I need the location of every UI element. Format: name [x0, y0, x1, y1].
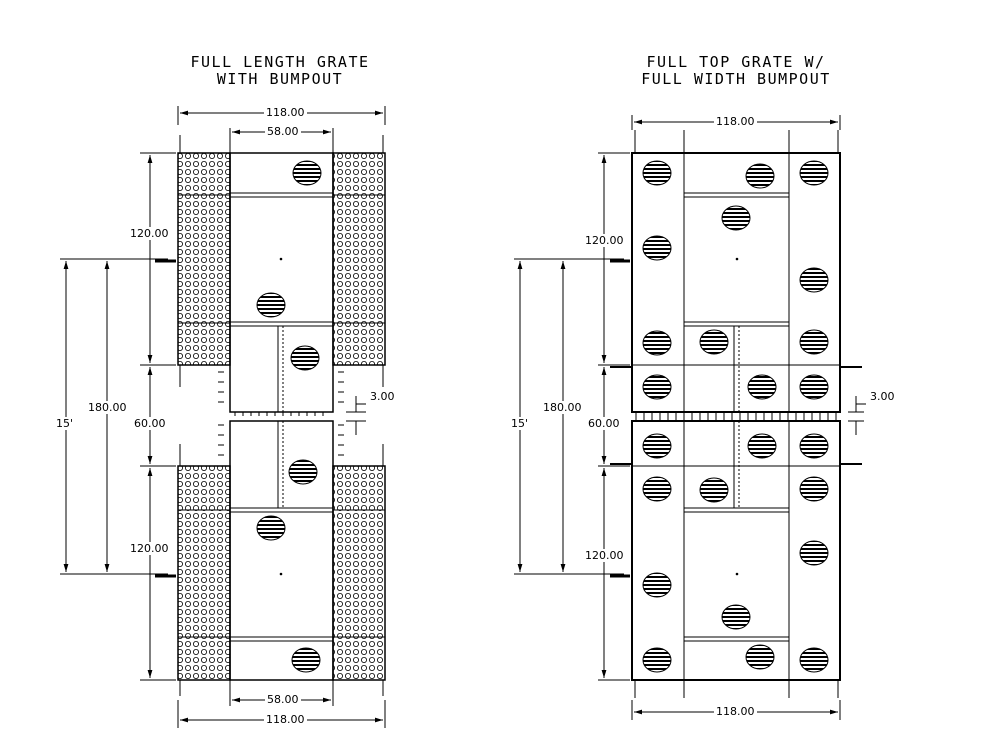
inlet-icon	[256, 292, 286, 318]
inlet-icon	[747, 374, 777, 400]
inlet-icon	[699, 477, 729, 503]
right-upper-grate	[631, 152, 841, 413]
left-dim-overall: 15'	[54, 417, 76, 430]
left-lower-right-perforated-panel	[332, 465, 386, 681]
right-title-line2: FULL WIDTH BUMPOUT	[641, 70, 831, 88]
inlet-icon	[642, 160, 672, 186]
inlet-icon	[799, 267, 829, 293]
left-title: FULL LENGTH GRATE WITH BUMPOUT	[150, 54, 410, 88]
right-dim-top-width: 118.00	[714, 115, 757, 128]
inlet-icon	[799, 433, 829, 459]
inlet-icon	[642, 572, 672, 598]
inlet-icon	[642, 647, 672, 673]
left-dim-total: 180.00	[86, 401, 129, 414]
left-dim-top-width: 118.00	[264, 106, 307, 119]
left-upper-left-perforated-panel	[177, 152, 231, 366]
left-dim-top-inner: 58.00	[265, 125, 301, 138]
inlet-icon	[642, 235, 672, 261]
right-dim-lower-height: 120.00	[583, 549, 626, 562]
left-dim-middle: 60.00	[132, 417, 168, 430]
left-upper-right-perforated-panel	[332, 152, 386, 366]
inlet-icon	[799, 329, 829, 355]
inlet-icon	[745, 163, 775, 189]
right-dim-gap: 3.00	[868, 390, 897, 403]
inlet-icon	[721, 205, 751, 231]
left-lower-left-perforated-panel	[177, 465, 231, 681]
inlet-icon	[799, 374, 829, 400]
left-dim-lower-height: 120.00	[128, 542, 171, 555]
inlet-icon	[799, 647, 829, 673]
right-title-line1: FULL TOP GRATE W/	[646, 53, 826, 71]
inlet-icon	[721, 604, 751, 630]
right-dim-bottom-width: 118.00	[714, 705, 757, 718]
left-dim-gap: 3.00	[368, 390, 397, 403]
inlet-icon	[747, 433, 777, 459]
inlet-icon	[642, 476, 672, 502]
inlet-icon	[256, 515, 286, 541]
inlet-icon	[799, 160, 829, 186]
inlet-icon	[290, 345, 320, 371]
left-dim-bottom-inner: 58.00	[265, 693, 301, 706]
right-title: FULL TOP GRATE W/ FULL WIDTH BUMPOUT	[596, 54, 876, 88]
inlet-icon	[292, 160, 322, 186]
right-dim-middle: 60.00	[586, 417, 622, 430]
right-dim-overall: 15'	[509, 417, 531, 430]
inlet-icon	[288, 459, 318, 485]
right-dim-total: 180.00	[541, 401, 584, 414]
left-title-line1: FULL LENGTH GRATE	[190, 53, 370, 71]
left-drawing	[60, 106, 386, 728]
inlet-icon	[745, 644, 775, 670]
right-dim-upper-height: 120.00	[583, 234, 626, 247]
inlet-icon	[799, 476, 829, 502]
left-dim-upper-height: 120.00	[128, 227, 171, 240]
inlet-icon	[799, 540, 829, 566]
left-title-line2: WITH BUMPOUT	[216, 70, 344, 88]
right-lower-grate	[631, 420, 841, 681]
inlet-icon	[642, 433, 672, 459]
inlet-icon	[291, 647, 321, 673]
inlet-icon	[642, 330, 672, 356]
right-drawing	[514, 115, 866, 720]
left-dim-bottom-width: 118.00	[264, 713, 307, 726]
inlet-icon	[699, 329, 729, 355]
inlet-icon	[642, 374, 672, 400]
left-upper-center-grate	[229, 152, 334, 413]
